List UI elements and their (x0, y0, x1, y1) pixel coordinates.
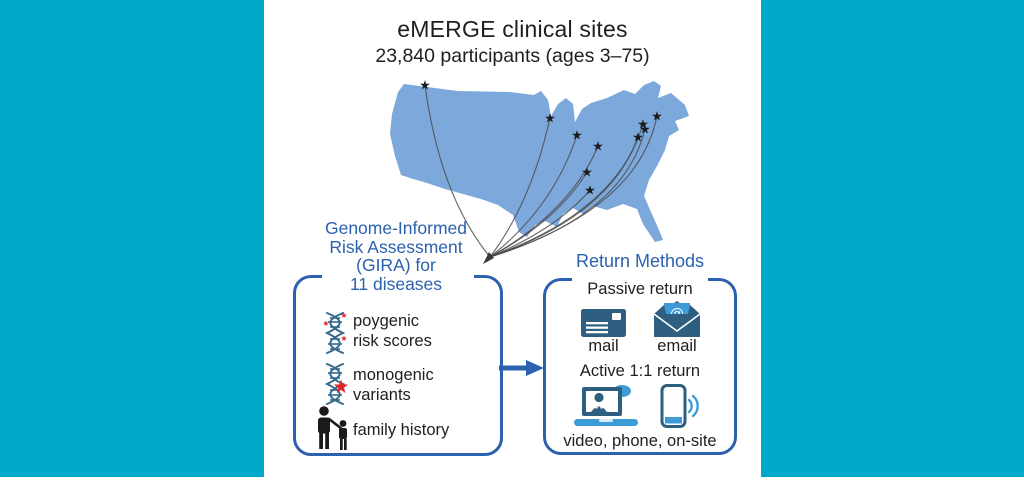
site-line-2 (489, 117, 551, 258)
page-subtitle: 23,840 participants (ages 3–75) (375, 45, 650, 67)
return-methods-box (543, 277, 737, 455)
site-star-6: ★ (584, 184, 596, 199)
polygenic-label: poygenic risk scores (353, 312, 432, 351)
site-line-10 (489, 115, 658, 258)
gira-heading-line3: (GIRA) for (356, 255, 436, 275)
right-teal-band (761, 0, 1024, 477)
flow-arrow-icon (499, 360, 544, 376)
site-line-1 (424, 84, 491, 258)
site-star-markers: ★★★★★★★★★★ (419, 79, 663, 199)
monogenic-label-line2: variants (353, 385, 411, 404)
site-star-9: ★ (639, 123, 651, 138)
family-history-label-line1: family history (353, 421, 450, 439)
site-star-10: ★ (651, 110, 663, 125)
site-star-3: ★ (571, 129, 583, 144)
dna-monogenic-icon: ★ (324, 363, 350, 405)
polygenic-label-line2: risk scores (353, 331, 432, 350)
dna-polygenic-icon: ★ ★ ★ (322, 311, 348, 354)
monogenic-label: monogenic variants (353, 366, 434, 405)
gira-box-top-gap (322, 274, 474, 280)
family-history-label: family history (353, 421, 449, 441)
family-icon (318, 406, 347, 450)
svg-text:★: ★ (322, 319, 329, 328)
us-map-outline (390, 81, 689, 242)
site-line-6 (489, 189, 591, 258)
monogenic-label-line1: monogenic (353, 366, 434, 384)
site-flight-lines (424, 84, 658, 258)
us-map-svg: ★★★★★★★★★★ (390, 79, 689, 264)
passive-return-heading: Passive return (587, 280, 693, 298)
gira-heading: Genome-Informed Risk Assessment (GIRA) f… (290, 219, 502, 293)
page-title: eMERGE clinical sites (397, 16, 628, 42)
mail-label: mail (588, 337, 619, 355)
polygenic-label-line1: poygenic (353, 312, 420, 330)
mail-icon (581, 309, 626, 337)
svg-text:★: ★ (332, 376, 349, 398)
site-star-5: ★ (581, 166, 593, 181)
left-teal-band (0, 0, 264, 477)
gira-box (293, 274, 503, 456)
email-icon: @ (653, 301, 701, 337)
site-line-3 (489, 134, 578, 258)
gira-heading-line4: 11 diseases (349, 273, 443, 294)
site-line-5 (489, 171, 588, 258)
site-star-1: ★ (419, 79, 431, 94)
svg-text:★: ★ (340, 334, 347, 343)
site-star-7: ★ (632, 131, 644, 146)
email-label: email (657, 337, 697, 355)
active-return-heading: Active 1:1 return (579, 362, 701, 380)
convergence-arrowhead (483, 252, 494, 264)
site-star-4: ★ (592, 140, 604, 155)
return-box-top-gap (572, 277, 708, 283)
phone-icon (660, 384, 699, 428)
video-call-icon (574, 385, 638, 426)
svg-text:★: ★ (340, 311, 347, 320)
gira-heading-line2: Risk Assessment (329, 236, 463, 257)
gira-heading-line1: Genome-Informed (324, 218, 467, 238)
return-methods-title: Return Methods (575, 251, 705, 271)
site-star-8: ★ (637, 118, 649, 133)
site-star-2: ★ (544, 112, 556, 127)
site-line-8 (489, 123, 644, 258)
active-return-caption: video, phone, on-site (563, 432, 717, 450)
